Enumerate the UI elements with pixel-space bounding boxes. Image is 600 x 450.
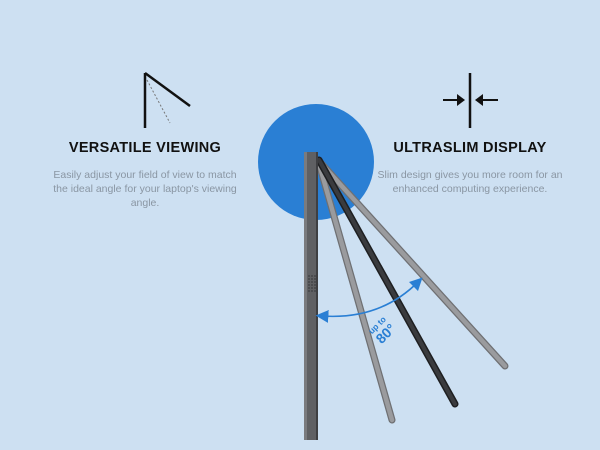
angle-arc xyxy=(315,277,423,323)
feature-title: ULTRASLIM DISPLAY xyxy=(393,140,547,156)
feature-description: Slim design gives you more room for an e… xyxy=(377,169,563,195)
feature-description: Easily adjust your field of view to matc… xyxy=(53,169,237,209)
vent-dots xyxy=(308,275,316,292)
display-panel-angle-far xyxy=(316,158,509,370)
compress-arrows-icon xyxy=(443,73,498,128)
display-panel-angle-dark xyxy=(315,156,459,408)
feature-title: VERSATILE VIEWING xyxy=(68,140,222,156)
feature-versatile-viewing: VERSATILE VIEWING Easily adjust your fie… xyxy=(45,140,245,210)
feature-ultraslim-display: ULTRASLIM DISPLAY Slim design gives you … xyxy=(370,140,570,196)
angle-adjust-icon xyxy=(143,71,191,128)
monitor-body xyxy=(304,152,318,440)
